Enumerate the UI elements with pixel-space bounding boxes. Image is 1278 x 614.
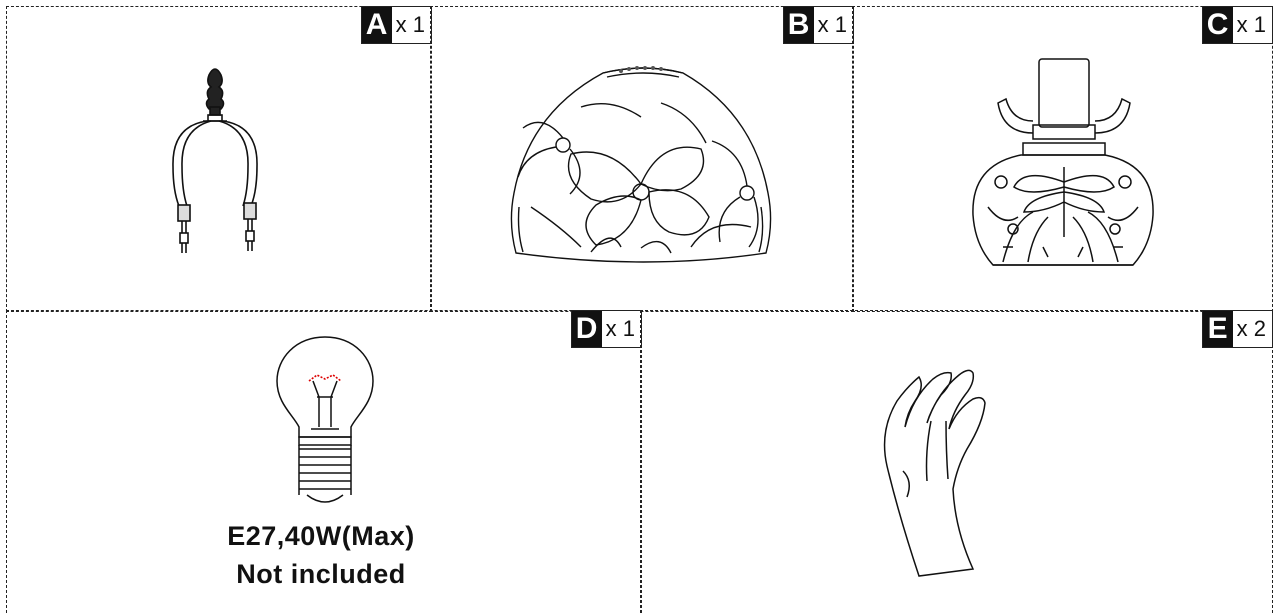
light-bulb-icon (276, 336, 374, 503)
lamp-harp-icon (172, 68, 258, 253)
part-a-panel: A x 1 (6, 6, 432, 312)
part-a-tag: A x 1 (360, 6, 432, 44)
part-b-letter: B (783, 7, 814, 43)
part-e-tag: E x 2 (1201, 310, 1273, 348)
part-c-quantity: x 1 (1236, 12, 1266, 37)
part-e-panel: E x 2 (640, 310, 1273, 613)
lamp-shade-icon (510, 66, 772, 263)
part-e-quantity: x 2 (1236, 316, 1266, 341)
lamp-base-icon (972, 58, 1154, 266)
glove-icon (883, 369, 986, 577)
part-d-quantity: x 1 (605, 316, 635, 341)
bulb-note: Not included (236, 559, 406, 589)
bulb-spec: E27,40W(Max) (227, 521, 415, 551)
part-a-quantity: x 1 (395, 12, 425, 37)
part-b-quantity: x 1 (817, 12, 847, 37)
part-b-panel: B x 1 (430, 6, 854, 312)
part-c-letter: C (1202, 7, 1233, 43)
part-d-panel: D x 1 E27,40W(Max) Not included (6, 310, 642, 613)
part-e-letter: E (1202, 311, 1233, 347)
part-d-tag: D x 1 (570, 310, 642, 348)
part-a-letter: A (361, 7, 392, 43)
part-d-letter: D (571, 311, 602, 347)
part-b-tag: B x 1 (782, 6, 854, 44)
part-c-tag: C x 1 (1201, 6, 1273, 44)
part-c-panel: C x 1 (852, 6, 1273, 312)
